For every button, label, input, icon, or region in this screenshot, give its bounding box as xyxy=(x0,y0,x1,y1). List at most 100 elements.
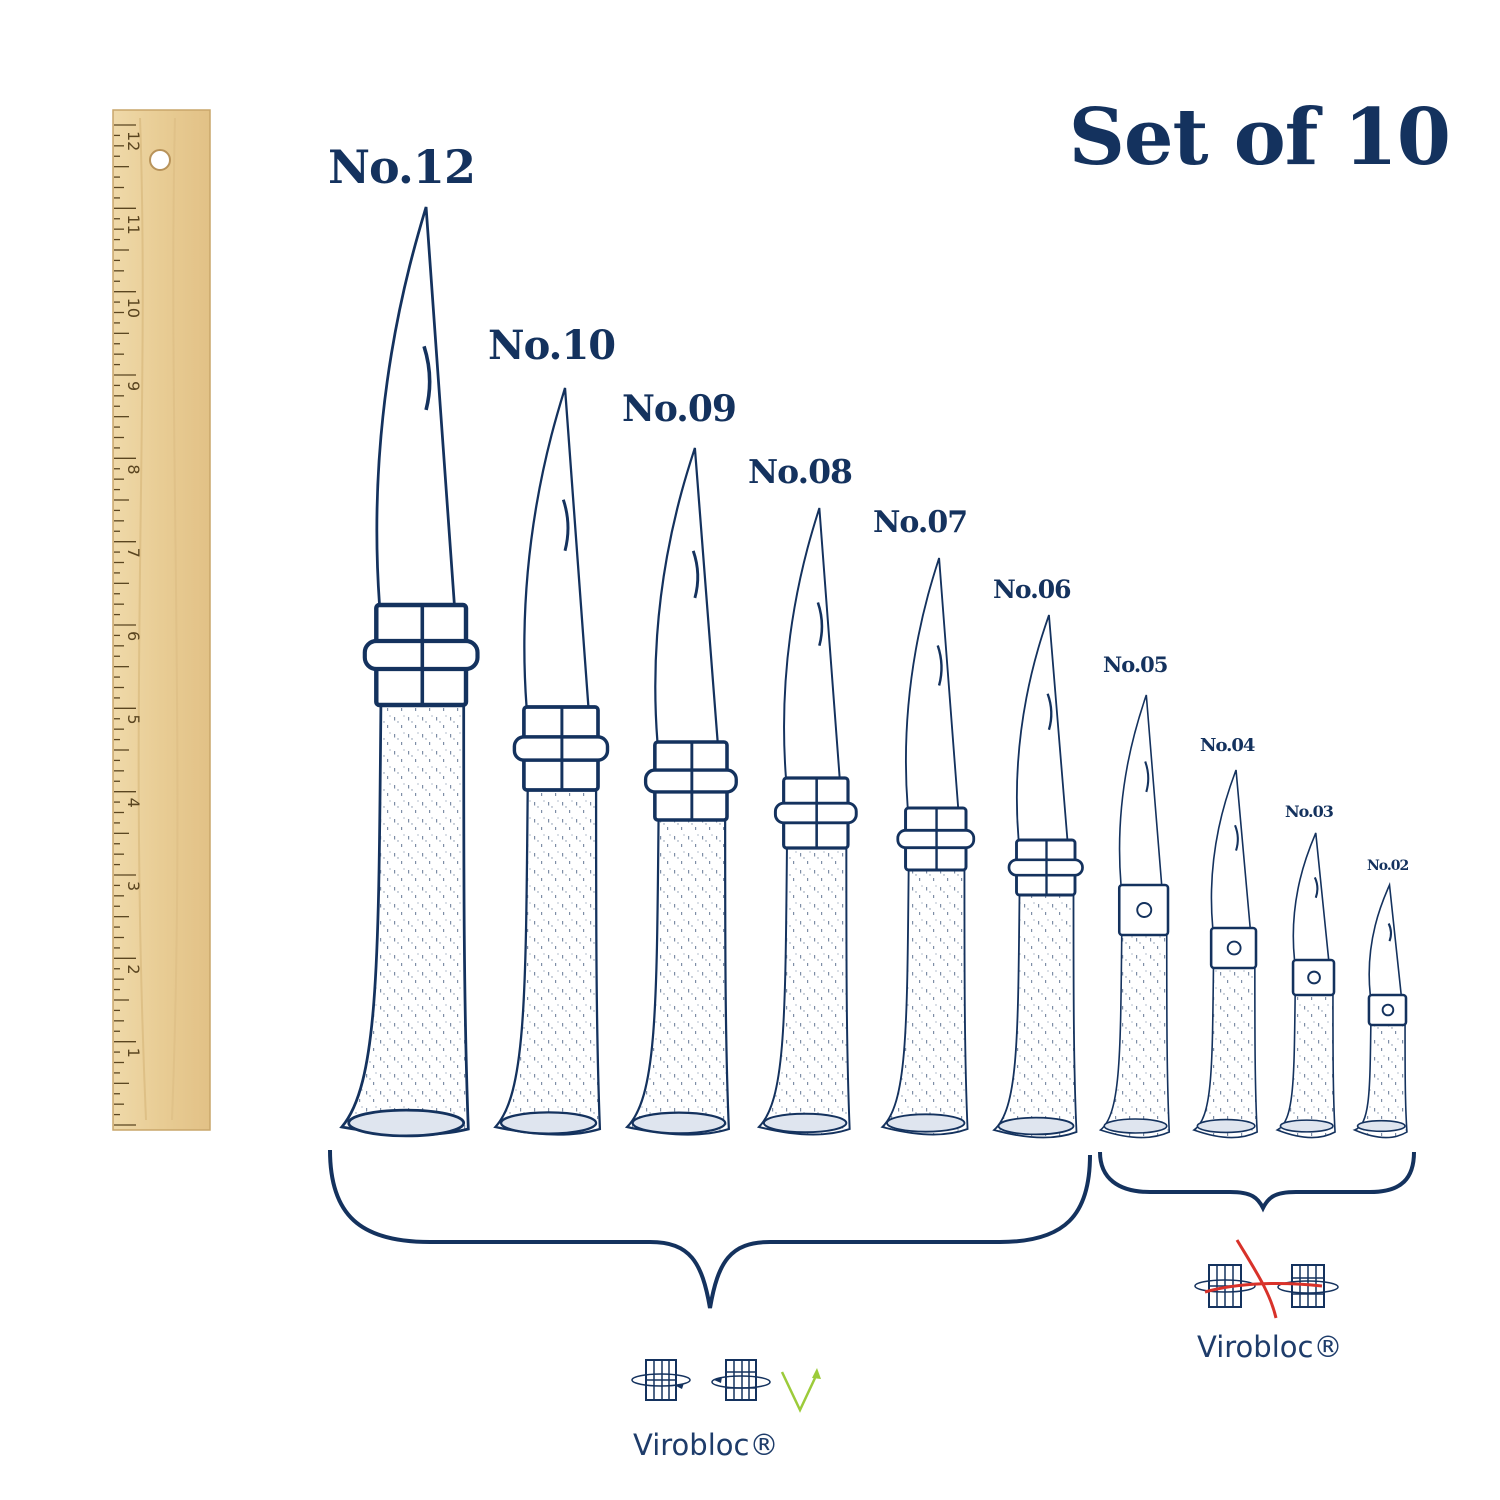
handle-base xyxy=(1356,1119,1406,1133)
knife-blade xyxy=(523,387,590,709)
knife-no05 xyxy=(1098,694,1171,1139)
knife-label: No.09 xyxy=(622,388,737,430)
blade-nail-nick xyxy=(1387,923,1393,942)
knife-label: No.06 xyxy=(993,575,1072,604)
knife-blade xyxy=(783,507,841,779)
knife-no09 xyxy=(624,447,738,1136)
ruler-number: 5 xyxy=(124,714,143,724)
blade-nail-nick xyxy=(1313,877,1319,899)
blade-nail-nick xyxy=(422,345,432,411)
virobloc-label-large-group: Virobloc® xyxy=(633,1428,779,1462)
blade-nail-nick xyxy=(561,499,570,552)
virobloc-rotate-icon-small xyxy=(1277,1264,1339,1308)
handle-texture xyxy=(341,705,469,1135)
handle-base xyxy=(1279,1119,1334,1133)
cross-out-icon-2 xyxy=(1204,1282,1323,1294)
pivot-rivet xyxy=(1136,902,1153,918)
blade-nail-nick xyxy=(936,645,943,686)
knife-bolster xyxy=(1209,926,1258,970)
knife-label: No.04 xyxy=(1200,735,1255,756)
knife-no12 xyxy=(339,206,480,1138)
handle-texture xyxy=(1193,968,1258,1138)
handle-texture xyxy=(1354,1025,1407,1138)
handle-texture xyxy=(1277,995,1336,1138)
ruler-number: 7 xyxy=(124,548,143,558)
handle-base xyxy=(997,1116,1075,1136)
page-title: Set of 10 xyxy=(1068,92,1451,183)
knife-bolster xyxy=(1117,883,1170,937)
pivot-rivet xyxy=(1381,1003,1395,1017)
ruler-number: 2 xyxy=(124,964,143,974)
knife-blade xyxy=(1210,769,1252,929)
knife-label: No.07 xyxy=(873,505,968,540)
ruler-number: 12 xyxy=(124,131,143,151)
handle-texture xyxy=(495,790,600,1135)
knife-drawings xyxy=(339,206,1408,1139)
knife-label: No.02 xyxy=(1367,858,1409,874)
handle-texture xyxy=(627,820,729,1135)
handle-base xyxy=(631,1111,727,1135)
handle-texture xyxy=(882,870,968,1135)
knife-label: No.05 xyxy=(1103,652,1168,677)
ruler-number: 3 xyxy=(124,881,143,891)
ruler-number: 4 xyxy=(124,798,143,808)
small-group-brace xyxy=(1098,1151,1416,1213)
knife-bolster xyxy=(1367,993,1408,1027)
knife-blade xyxy=(654,447,719,744)
knife-no10 xyxy=(493,387,610,1136)
blade-nail-nick xyxy=(691,550,700,599)
ruler-hole xyxy=(149,149,171,171)
knife-no08 xyxy=(756,507,858,1136)
handle-texture xyxy=(758,848,850,1135)
handle-base xyxy=(762,1112,848,1134)
knife-label: No.03 xyxy=(1285,802,1334,821)
knife-blade xyxy=(1368,881,1403,996)
handle-base xyxy=(1103,1118,1168,1134)
knife-blade xyxy=(1015,614,1069,841)
blade-nail-nick xyxy=(1144,761,1150,793)
ruler-number: 9 xyxy=(124,381,143,391)
virobloc-rotate-icon xyxy=(711,1359,771,1401)
large-group-brace xyxy=(328,1149,1092,1309)
check-arrow-icon xyxy=(812,1368,821,1379)
blade-nail-nick xyxy=(816,602,824,647)
knife-no04 xyxy=(1192,769,1258,1139)
check-icon xyxy=(780,1371,817,1413)
knife-blade xyxy=(905,557,960,809)
cross-out-icon xyxy=(1235,1239,1278,1319)
virobloc-lock-icon xyxy=(631,1359,691,1401)
knife-label: No.10 xyxy=(488,322,616,369)
handle-texture xyxy=(1100,935,1170,1138)
handle-texture xyxy=(994,895,1077,1138)
knife-blade xyxy=(1118,694,1163,886)
virobloc-label-small-group: Virobloc® xyxy=(1197,1330,1343,1364)
ruler-number: 1 xyxy=(124,1048,143,1058)
handle-base xyxy=(1196,1118,1256,1134)
pivot-rivet xyxy=(1226,940,1242,956)
pivot-rivet xyxy=(1307,970,1321,985)
ruler-number: 10 xyxy=(124,298,143,318)
blade-nail-nick xyxy=(1046,693,1053,731)
knife-label: No.12 xyxy=(328,140,476,194)
ruler-number: 8 xyxy=(124,464,143,474)
handle-base xyxy=(347,1108,466,1138)
ruler-number: 6 xyxy=(124,631,143,641)
blade-nail-nick xyxy=(1234,824,1239,851)
handle-base xyxy=(886,1113,966,1133)
knife-no02 xyxy=(1352,881,1408,1139)
knife-no03 xyxy=(1275,832,1336,1139)
knife-no06 xyxy=(992,614,1084,1139)
ruler-body xyxy=(112,109,211,1131)
handle-base xyxy=(499,1111,598,1135)
ruler-ticks xyxy=(114,124,136,1126)
ruler-number: 11 xyxy=(124,214,143,234)
knife-label: No.08 xyxy=(748,452,853,491)
knife-blade xyxy=(375,206,456,607)
knife-no07 xyxy=(880,557,976,1136)
knife-bolster xyxy=(1291,958,1336,997)
knife-blade xyxy=(1292,832,1330,961)
